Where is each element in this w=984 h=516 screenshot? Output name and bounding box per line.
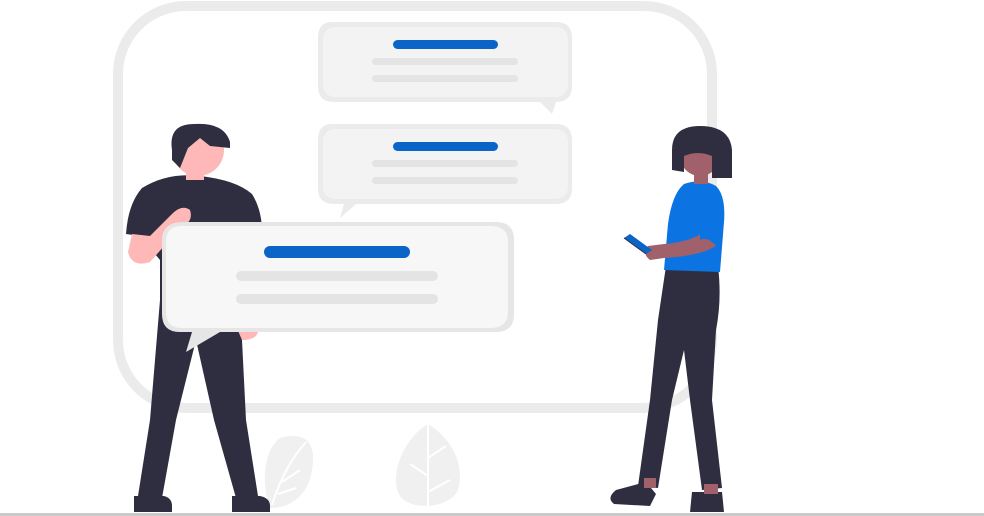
speech-bubble-top (318, 22, 572, 114)
ground-line (0, 513, 984, 516)
speech-bubble-middle (318, 124, 572, 218)
bubble-headline (264, 246, 410, 258)
leaf-icon (264, 435, 314, 508)
bubble-text-line (372, 58, 518, 65)
bubble-text-line (236, 271, 438, 281)
bubble-headline (393, 40, 498, 49)
phone-icon (623, 234, 652, 255)
bubble-text-line (372, 177, 518, 184)
woman-figure (610, 126, 732, 512)
bubble-headline (393, 142, 498, 151)
bubble-text-line (372, 75, 518, 82)
leaf-icon (395, 424, 460, 514)
man-figure (126, 123, 270, 512)
bubble-text-line (372, 160, 518, 167)
bubble-text-line (236, 294, 438, 304)
speech-bubble-front (162, 222, 514, 352)
